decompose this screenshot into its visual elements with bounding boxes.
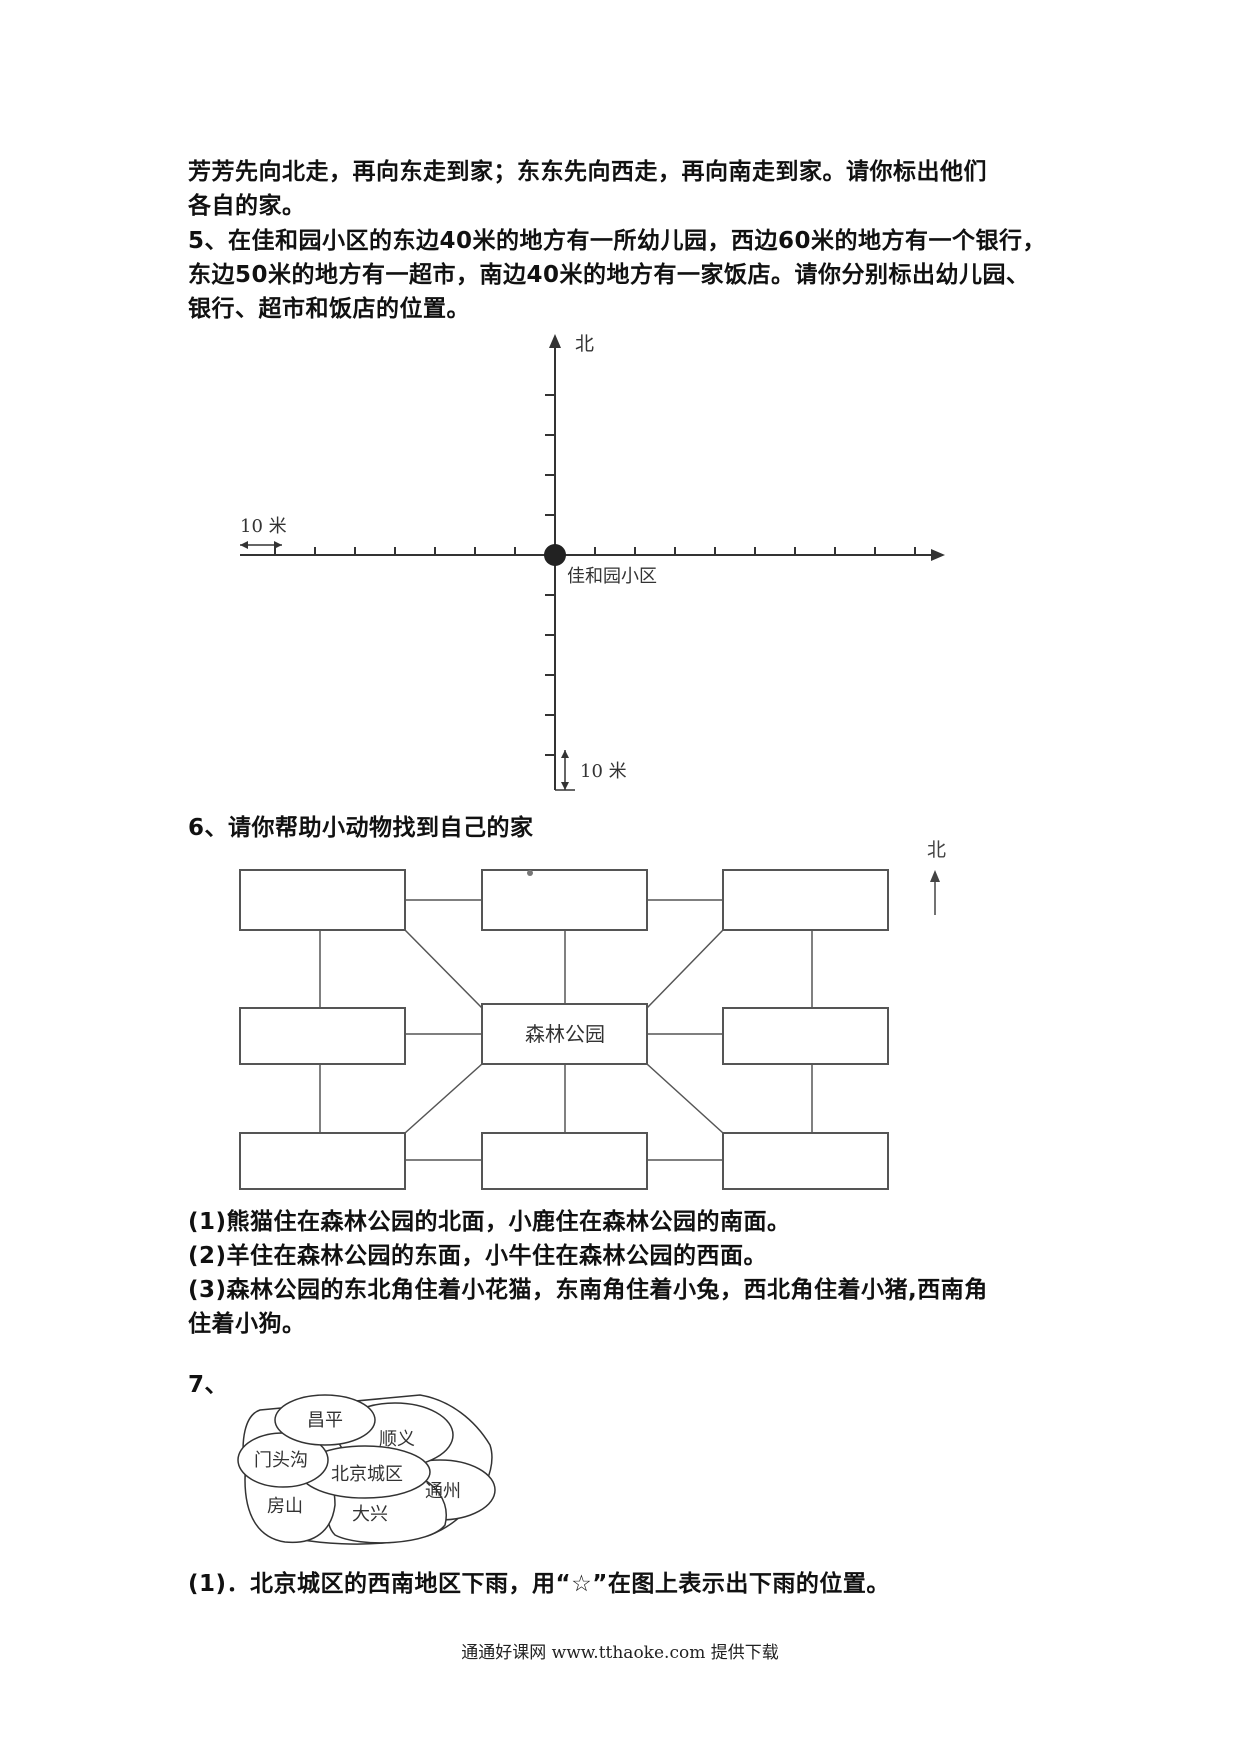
box-southeast bbox=[722, 1132, 889, 1190]
q6-center-label: 森林公园 bbox=[525, 1022, 605, 1046]
q5-text-line-1: 5、在佳和园小区的东边40米的地方有一所幼儿园，西边60米的地方有一个银行， bbox=[188, 228, 1047, 254]
label-fangshan: 房山 bbox=[267, 1496, 303, 1517]
label-daxing: 大兴 bbox=[352, 1504, 388, 1525]
label-changping: 昌平 bbox=[307, 1410, 343, 1431]
box-south bbox=[481, 1132, 648, 1190]
region-changping bbox=[274, 1394, 376, 1446]
box-east bbox=[722, 1007, 889, 1065]
q7-item-1: (1)．北京城区的西南地区下雨，用“☆”在图上表示出下雨的位置。 bbox=[188, 1571, 890, 1597]
q4-text-line-2: 各自的家。 bbox=[188, 193, 306, 219]
box-west bbox=[239, 1007, 406, 1065]
q6-north-label: 北 bbox=[927, 839, 946, 861]
q5-origin-label: 佳和园小区 bbox=[567, 566, 657, 587]
q6-item-2: (2)羊住在森林公园的东面，小牛住在森林公园的西面。 bbox=[188, 1243, 768, 1269]
q5-north-label: 北 bbox=[575, 333, 594, 355]
box-north bbox=[481, 869, 648, 931]
box-northwest bbox=[239, 869, 406, 931]
q6-item-3: (3)森林公园的东北角住着小花猫，东南角住着小兔，西北角住着小猪,西南角 bbox=[188, 1277, 988, 1303]
q6-item-3-cont: 住着小狗。 bbox=[188, 1311, 306, 1337]
north-arrow-icon bbox=[930, 870, 940, 882]
label-shunyi: 顺义 bbox=[379, 1429, 415, 1450]
q7-title: 7、 bbox=[188, 1372, 229, 1398]
q5-text-line-3: 银行、超市和饭店的位置。 bbox=[188, 296, 470, 322]
q4-text-line-1: 芳芳先向北走，再向东走到家；东东先向西走，再向南走到家。请你标出他们 bbox=[188, 159, 987, 185]
box-northeast bbox=[722, 869, 889, 931]
q6-title: 6、请你帮助小动物找到自己的家 bbox=[188, 815, 534, 841]
box-southwest bbox=[239, 1132, 406, 1190]
page-footer: 通通好课网 www.tthaoke.com 提供下载 bbox=[461, 1643, 779, 1663]
q5-scale-x-label: 10 米 bbox=[240, 516, 287, 537]
origin-dot bbox=[544, 544, 566, 566]
box-center bbox=[481, 1003, 648, 1065]
q5-text-line-2: 东边50米的地方有一超市，南边40米的地方有一家饭店。请你分别标出幼儿园、 bbox=[188, 262, 1030, 288]
q5-scale-y-label: 10 米 bbox=[580, 761, 627, 782]
label-chengqu: 北京城区 bbox=[331, 1464, 403, 1485]
q6-item-1: (1)熊猫住在森林公园的北面，小鹿住在森林公园的南面。 bbox=[188, 1209, 791, 1235]
label-mentougou: 门头沟 bbox=[254, 1450, 308, 1471]
label-tongzhou: 通州 bbox=[425, 1481, 461, 1502]
